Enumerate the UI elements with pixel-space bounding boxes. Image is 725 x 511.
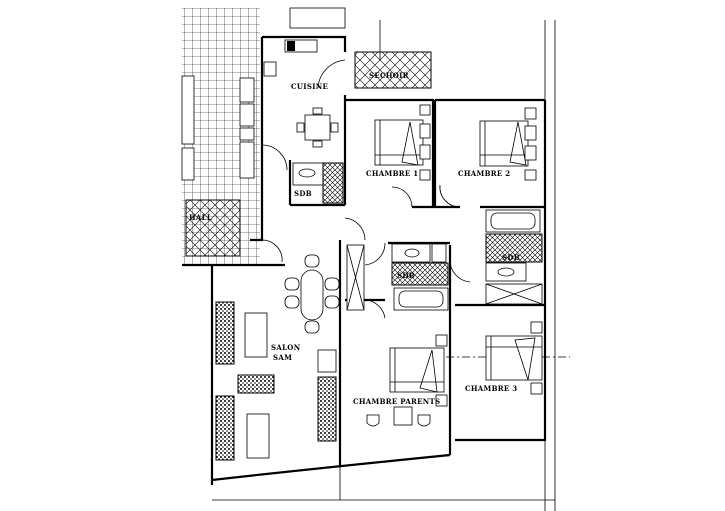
doors	[261, 59, 471, 319]
salon: SALON SAM	[215, 254, 340, 461]
room-label-hall: HALL	[189, 213, 212, 222]
bedroom-2: CHAMBRE 2	[458, 107, 537, 181]
walls	[182, 20, 570, 511]
hall-area: HALL	[185, 199, 241, 257]
bathroom-parents: SDB	[346, 243, 449, 311]
bathroom-right: SDB	[485, 209, 543, 305]
room-label-sdb-right: SDB	[502, 253, 520, 262]
room-label-sdb-parents: SDB	[397, 271, 415, 280]
kitchen: CUISINE	[263, 39, 339, 148]
bedroom-parents: CHAMBRE PARENTS	[353, 334, 448, 427]
bedroom-1: CHAMBRE 1	[366, 104, 431, 181]
room-label-chambre-3: CHAMBRE 3	[465, 384, 517, 393]
bathroom-kitchen: SDB	[292, 162, 344, 204]
sechoir: SECHOIR	[354, 51, 432, 89]
room-label-chambre-1: CHAMBRE 1	[366, 169, 418, 178]
room-label-sdb-cuisine: SDB	[294, 189, 312, 198]
room-label-salon: SALON	[271, 343, 301, 352]
hall-closets	[181, 75, 255, 181]
bedroom-3: CHAMBRE 3	[465, 321, 543, 395]
room-label-sam: SAM	[273, 353, 292, 362]
room-label-sechoir: SECHOIR	[369, 71, 409, 80]
room-label-cuisine: CUISINE	[291, 82, 328, 91]
room-label-chambre-2: CHAMBRE 2	[458, 169, 510, 178]
room-label-chambre-parents: CHAMBRE PARENTS	[353, 397, 440, 406]
